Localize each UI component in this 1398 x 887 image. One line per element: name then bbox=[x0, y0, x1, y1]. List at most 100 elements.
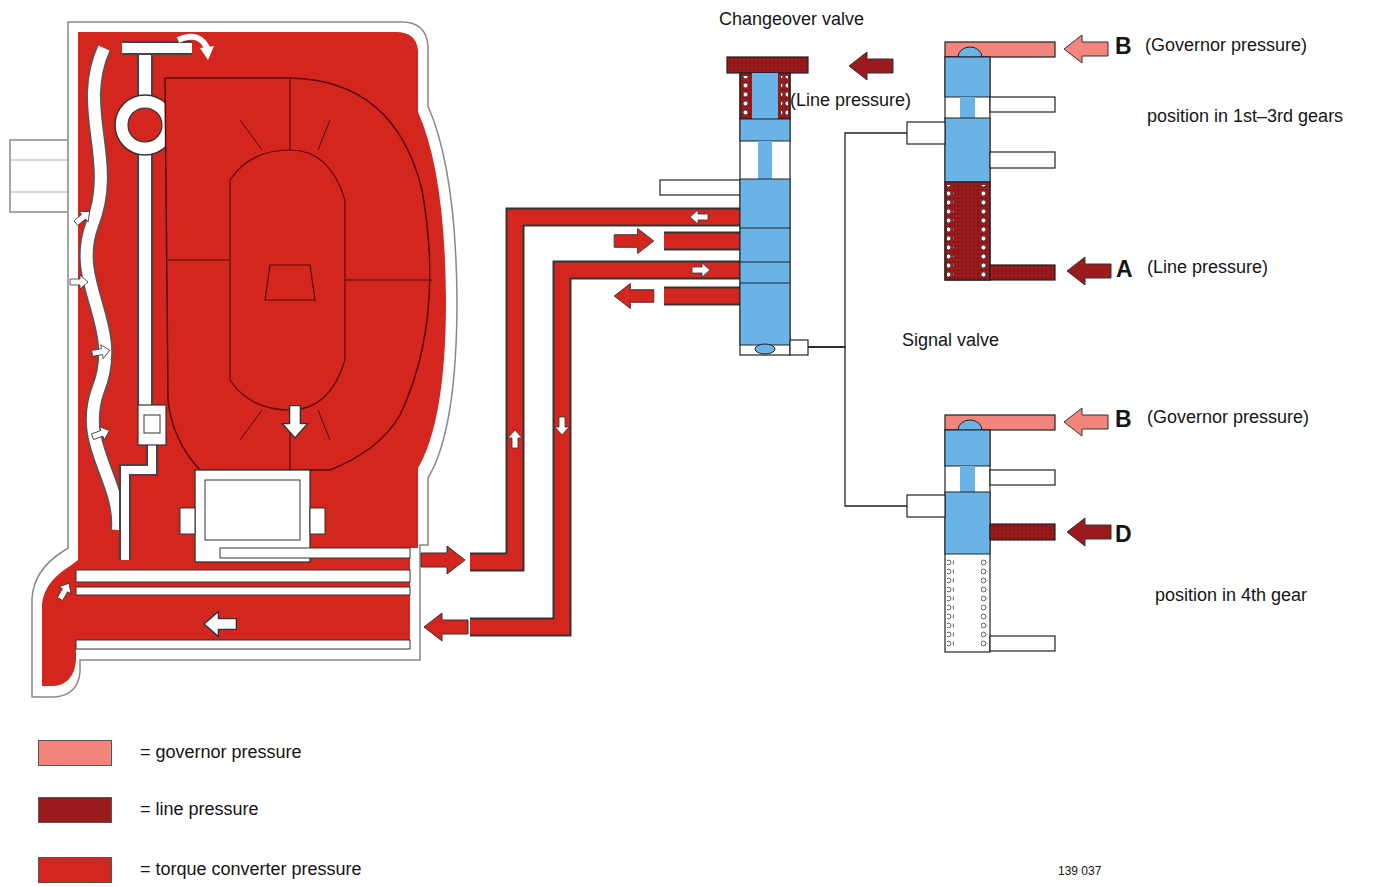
converter-housing-part bbox=[42, 32, 446, 686]
oil-pipes-part bbox=[421, 546, 465, 574]
signal-valve-drawing-part bbox=[981, 557, 988, 649]
converter-elements-part bbox=[265, 265, 315, 300]
changeover-valve-drawing-part bbox=[849, 52, 893, 80]
pressure-label: (Line pressure) bbox=[790, 90, 911, 111]
signal-valve-drawing-part bbox=[907, 495, 945, 517]
converter-hub-part bbox=[76, 640, 410, 649]
signal-valve-drawing-part bbox=[907, 122, 945, 144]
legend-text: = governor pressure bbox=[140, 742, 302, 763]
converter-channel-part bbox=[125, 445, 152, 560]
changeover-valve-drawing-part bbox=[790, 340, 808, 355]
port-letter: A bbox=[1116, 256, 1133, 282]
pressure-label: (Governor pressure) bbox=[1147, 407, 1309, 428]
converter-hub-part bbox=[204, 611, 236, 636]
changeover-valve-drawing-part bbox=[740, 119, 790, 141]
oil-pipes-part bbox=[508, 430, 522, 448]
converter-hub-part bbox=[54, 580, 75, 603]
position-caption: position in 1st–3rd gears bbox=[1147, 106, 1343, 127]
changeover-valve-drawing-part bbox=[727, 57, 808, 73]
converter-housing-part bbox=[10, 140, 70, 212]
oil-pipes bbox=[421, 210, 746, 641]
signal-valve-position: position in 4th gear bbox=[907, 415, 1055, 652]
signal-valve-drawing-part bbox=[945, 415, 1055, 430]
converter-elements-part bbox=[168, 120, 432, 440]
converter-elements bbox=[165, 78, 432, 470]
signal-valve-drawing-part bbox=[945, 430, 990, 652]
connector-group bbox=[808, 133, 907, 506]
changeover-valve-drawing-part bbox=[742, 76, 749, 116]
converter-hub bbox=[54, 470, 410, 649]
signal-valve-drawing-part bbox=[981, 185, 988, 277]
signal-valve-drawing-part bbox=[945, 430, 990, 466]
signal-valve-drawing-part bbox=[945, 57, 990, 97]
converter-channel-part bbox=[87, 48, 119, 530]
changeover-valve-drawing-part bbox=[755, 344, 775, 354]
converter-elements-part bbox=[165, 78, 430, 470]
signal-line bbox=[808, 133, 907, 347]
changeover-valve-drawing-part bbox=[781, 76, 788, 116]
converter-housing-part bbox=[10, 192, 70, 193]
pressure-label: (Governor pressure) bbox=[1145, 35, 1307, 56]
signal-valve-drawing-part bbox=[990, 97, 1055, 112]
signal-valve-drawing-part bbox=[945, 57, 990, 280]
converter-housing bbox=[10, 22, 457, 697]
converter-elements-part bbox=[230, 150, 345, 410]
converter-channel-part bbox=[87, 48, 119, 530]
changeover-valve-drawing-part bbox=[740, 73, 790, 355]
figure-number: 139 037 bbox=[1058, 865, 1101, 879]
signal-valve-drawing-part bbox=[960, 466, 975, 492]
oil-pipes-part bbox=[614, 228, 654, 253]
signal-valve-drawing-part bbox=[960, 97, 975, 118]
oil-pipes-part bbox=[424, 613, 468, 641]
legend-swatch bbox=[38, 740, 112, 766]
oil-pipes-part bbox=[555, 417, 569, 435]
legend-swatch bbox=[38, 857, 112, 883]
oil-pipes-part bbox=[664, 241, 746, 296]
signal-valve-drawing-part bbox=[947, 557, 954, 649]
converter-channel-part bbox=[70, 275, 88, 289]
converter-channel-part bbox=[90, 424, 112, 443]
converter-channel-part bbox=[71, 206, 94, 228]
port-letter: B bbox=[1115, 33, 1132, 59]
signal-valve-drawing-part bbox=[990, 636, 1055, 651]
signal-valve-drawing-part bbox=[1067, 518, 1111, 546]
signal-valve-position: position in 1st–3rd gears bbox=[907, 42, 1055, 282]
signal-valve-drawing-part bbox=[945, 182, 990, 280]
converter-hub-part bbox=[205, 480, 300, 540]
converter-channel-part bbox=[138, 405, 166, 445]
converter-channel-part bbox=[122, 43, 192, 53]
converter-channel-part bbox=[125, 445, 152, 560]
oil-pipes-part bbox=[614, 283, 654, 308]
converter-housing-part bbox=[32, 22, 457, 697]
signal-valve-drawing-part bbox=[958, 420, 982, 430]
legend-text: = torque converter pressure bbox=[140, 859, 362, 880]
converter-channel-part bbox=[128, 108, 162, 142]
pressure-label: (Line pressure) bbox=[1147, 257, 1268, 278]
legend-text: = line pressure bbox=[140, 799, 259, 820]
oil-pipes-part bbox=[470, 270, 746, 627]
converter-elements-part bbox=[282, 406, 307, 438]
oil-pipes-part bbox=[664, 241, 746, 296]
converter-channel-part bbox=[122, 41, 192, 55]
valve-title: Changeover valve bbox=[719, 9, 864, 30]
signal-valve-drawing-part bbox=[990, 152, 1055, 168]
signal-valve-drawing-part bbox=[1064, 408, 1108, 436]
signal-valve-drawing-part bbox=[947, 185, 954, 277]
signal-valve-drawing-part bbox=[945, 118, 990, 182]
signal-valve-drawing-part bbox=[1064, 35, 1108, 63]
position-caption: position in 4th gear bbox=[1155, 585, 1307, 606]
converter-hub-part bbox=[76, 570, 410, 582]
converter-hub-part bbox=[310, 508, 325, 534]
changeover-valve-drawing-part bbox=[740, 179, 790, 345]
signal-valve-drawing-part bbox=[945, 42, 1055, 57]
changeover-valve-drawing-part bbox=[660, 180, 740, 195]
changeover-valve-drawing-part bbox=[740, 73, 790, 119]
converter-hub-part bbox=[180, 508, 195, 534]
legend-swatch bbox=[38, 797, 112, 823]
signal-valve-drawing-part bbox=[1067, 257, 1111, 285]
signal-valve-drawing-part bbox=[990, 265, 1055, 280]
valve-label: Signal valve bbox=[902, 330, 999, 351]
changeover-valve-drawing-part bbox=[752, 73, 778, 119]
port-letter: D bbox=[1115, 521, 1132, 547]
